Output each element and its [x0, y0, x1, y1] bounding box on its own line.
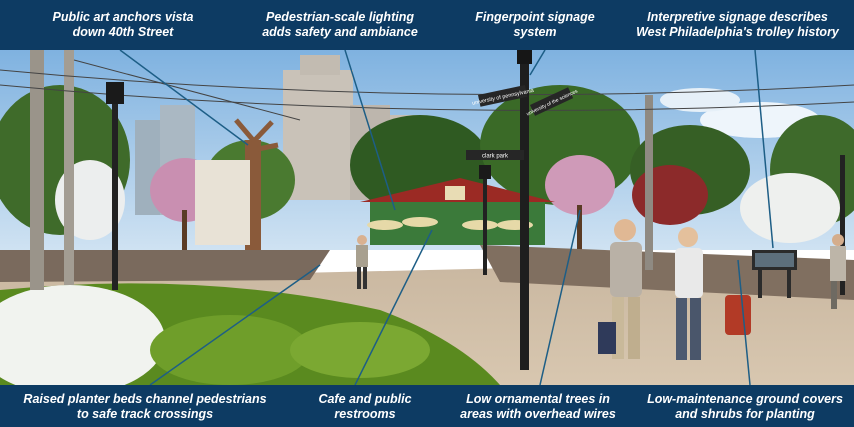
white-ornamental-tree	[740, 173, 840, 243]
fingerpoint-sign: clark park	[466, 150, 524, 160]
caption-ground-covers: Low-maintenance ground covers and shrubs…	[647, 392, 843, 421]
planter-wall	[0, 250, 330, 282]
caption-public-art: Public art anchors vista down 40th Stree…	[52, 10, 194, 39]
caption-interpretive: Interpretive signage describes West Phil…	[636, 10, 839, 39]
green-shrub	[290, 322, 430, 378]
top-caption-band	[0, 0, 854, 50]
pedestrian-distant	[356, 235, 368, 289]
low-building	[195, 160, 250, 245]
pedestrian-lamp-left	[106, 82, 124, 290]
pedestrian-right-edge	[830, 234, 846, 309]
utility-pole	[30, 50, 44, 290]
pedestrian-walking-male	[598, 219, 642, 359]
caption-signage: Fingerpoint signage system	[475, 10, 595, 39]
utility-pole	[64, 50, 74, 285]
pedestrian-walking-female	[675, 227, 751, 360]
fingerpoint-sign-label: clark park	[482, 154, 509, 160]
green-shrub	[150, 315, 310, 385]
red-ornamental-tree	[632, 165, 708, 225]
pedestrian-lamp-center	[479, 165, 491, 275]
interpretive-sign	[752, 250, 797, 298]
caption-leader-lines	[119, 50, 774, 385]
cafe-pavilion	[360, 178, 555, 245]
pink-ornamental-tree	[545, 155, 615, 215]
caption-lighting: Pedestrian-scale lighting adds safety an…	[262, 10, 418, 39]
caption-ornamental-trees: Low ornamental trees in areas with overh…	[460, 392, 616, 421]
cloud	[660, 88, 740, 112]
pedestrian-lamp-right	[840, 155, 845, 295]
caption-planter-beds: Raised planter beds channel pedestrians …	[23, 392, 267, 421]
streetscape-rendering: university of pennsylvania university of…	[0, 50, 854, 385]
white-flowering-shrubs	[0, 285, 165, 385]
bottom-caption-band	[0, 385, 854, 427]
caption-cafe: Cafe and public restrooms	[318, 392, 412, 421]
utility-pole	[645, 95, 653, 270]
